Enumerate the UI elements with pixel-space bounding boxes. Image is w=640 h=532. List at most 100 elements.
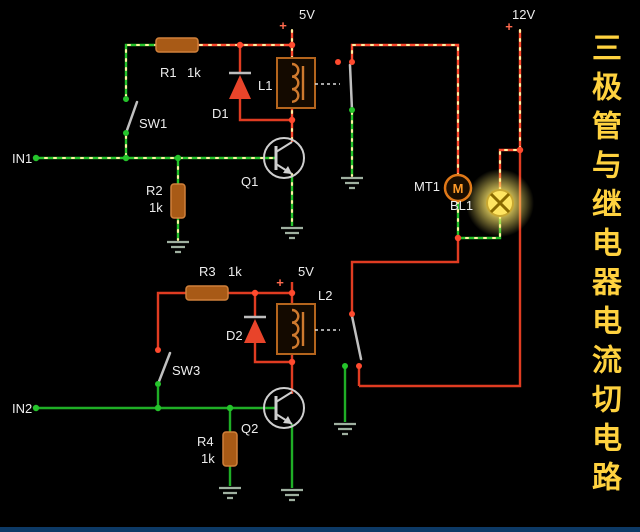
- junction-dot: [288, 116, 296, 124]
- transistor-q2[interactable]: Q2: [241, 387, 305, 436]
- coil-winding: [291, 62, 300, 103]
- transistor-circle[interactable]: [263, 137, 305, 179]
- switch-post: [155, 381, 161, 387]
- input-in1[interactable]: IN1: [12, 151, 40, 166]
- relay-contacts-2[interactable]: [315, 311, 363, 369]
- switch-post: [123, 96, 129, 102]
- supply-5v-2[interactable]: + 5V: [276, 264, 314, 290]
- transistor-circle[interactable]: [263, 387, 305, 429]
- junction-dot: [174, 154, 182, 162]
- junction-dot: [122, 154, 130, 162]
- supply-12v[interactable]: + 12V: [505, 7, 535, 34]
- collector-lead: [275, 141, 293, 153]
- supply-5v-1[interactable]: + 5V: [279, 7, 315, 33]
- relay-lever[interactable]: [348, 63, 354, 112]
- coil-winding: [291, 308, 300, 349]
- mt1-label: MT1: [414, 179, 440, 194]
- relay-lever[interactable]: [350, 314, 363, 361]
- resistor-r4[interactable]: R4 1k: [197, 431, 238, 467]
- sw1-label: SW1: [139, 116, 167, 131]
- lamp-x-icon: [489, 192, 511, 214]
- junction-dot: [154, 404, 162, 412]
- resistor-r3[interactable]: R3 1k: [185, 264, 242, 301]
- ground-icon: [219, 486, 241, 500]
- resistor-body[interactable]: [222, 431, 238, 467]
- resistor-r1[interactable]: R1 1k: [155, 37, 201, 80]
- contact-post: [335, 59, 341, 65]
- switch-post: [155, 347, 161, 353]
- ground-icon: [281, 226, 303, 240]
- r4-value: 1k: [201, 451, 215, 466]
- collector-lead: [275, 391, 293, 403]
- r2-value: 1k: [149, 200, 163, 215]
- supply-12v-label: 12V: [512, 7, 535, 22]
- switch-post: [123, 130, 129, 136]
- junction-dot: [288, 289, 296, 297]
- junction-dot: [288, 41, 296, 49]
- r2-label: R2: [146, 183, 163, 198]
- resistor-r2[interactable]: R2 1k: [146, 183, 186, 219]
- switch-sw1[interactable]: SW1: [123, 96, 167, 136]
- r4-label: R4: [197, 434, 214, 449]
- r1-value: 1k: [187, 65, 201, 80]
- relay-coil-l1[interactable]: L1: [258, 57, 316, 109]
- terminal-node[interactable]: [32, 154, 40, 162]
- plus-icon: +: [279, 18, 287, 33]
- contact-post: [349, 107, 355, 113]
- d2-label: D2: [226, 328, 243, 343]
- d1-label: D1: [212, 106, 229, 121]
- diode-d2[interactable]: D2: [226, 315, 266, 343]
- contact-post: [349, 59, 355, 65]
- emitter-arrow: [283, 166, 292, 174]
- switch-lever[interactable]: [124, 100, 139, 135]
- in1-label: IN1: [12, 151, 32, 166]
- input-in2[interactable]: IN2: [12, 401, 40, 416]
- switch-lever[interactable]: [156, 351, 172, 386]
- relay-contacts-1[interactable]: [315, 59, 355, 113]
- junction-dot: [516, 146, 524, 154]
- bl1-label: BL1: [450, 198, 473, 213]
- terminal-node[interactable]: [32, 404, 40, 412]
- resistor-body[interactable]: [170, 183, 186, 219]
- wire-high-voltage-idle-net: [156, 45, 522, 394]
- lamp-bl1[interactable]: BL1: [450, 169, 534, 237]
- transistor-q1[interactable]: Q1: [241, 137, 305, 189]
- ground-icon: [334, 422, 356, 436]
- relay-coil-l2[interactable]: L2: [276, 288, 332, 355]
- junction-dot: [236, 41, 244, 49]
- motor-symbol: M: [453, 181, 464, 196]
- ground-icons: [167, 176, 363, 502]
- ground-icon: [341, 176, 363, 190]
- q1-label: Q1: [241, 174, 258, 189]
- q2-label: Q2: [241, 421, 258, 436]
- junction-dot: [226, 404, 234, 412]
- motor-mt1[interactable]: M MT1: [414, 173, 473, 203]
- junction-dot: [288, 358, 296, 366]
- resistor-body[interactable]: [155, 37, 199, 53]
- ground-icon: [167, 240, 189, 254]
- l1-label: L1: [258, 78, 272, 93]
- resistor-body[interactable]: [185, 285, 229, 301]
- contact-post: [356, 363, 362, 369]
- contact-post: [349, 311, 355, 317]
- diode-triangle: [244, 319, 266, 343]
- junction-dot: [251, 289, 259, 297]
- in2-label: IN2: [12, 401, 32, 416]
- switch-sw3[interactable]: SW3: [155, 347, 200, 387]
- diode-triangle: [229, 75, 251, 99]
- contact-post: [342, 363, 348, 369]
- diode-d1[interactable]: D1: [212, 71, 251, 121]
- junction-dot: [454, 234, 462, 242]
- r3-value: 1k: [228, 264, 242, 279]
- r1-label: R1: [160, 65, 177, 80]
- wire-low-voltage-idle-net: [36, 366, 347, 488]
- supply-5v-label: 5V: [299, 7, 315, 22]
- wire-low-voltage-net: [36, 43, 502, 240]
- emitter-arrow: [283, 416, 292, 424]
- supply-5v-2-label: 5V: [298, 264, 314, 279]
- r3-label: R3: [199, 264, 216, 279]
- l2-label: L2: [318, 288, 332, 303]
- plus-icon: +: [276, 275, 284, 290]
- ground-icon: [281, 488, 303, 502]
